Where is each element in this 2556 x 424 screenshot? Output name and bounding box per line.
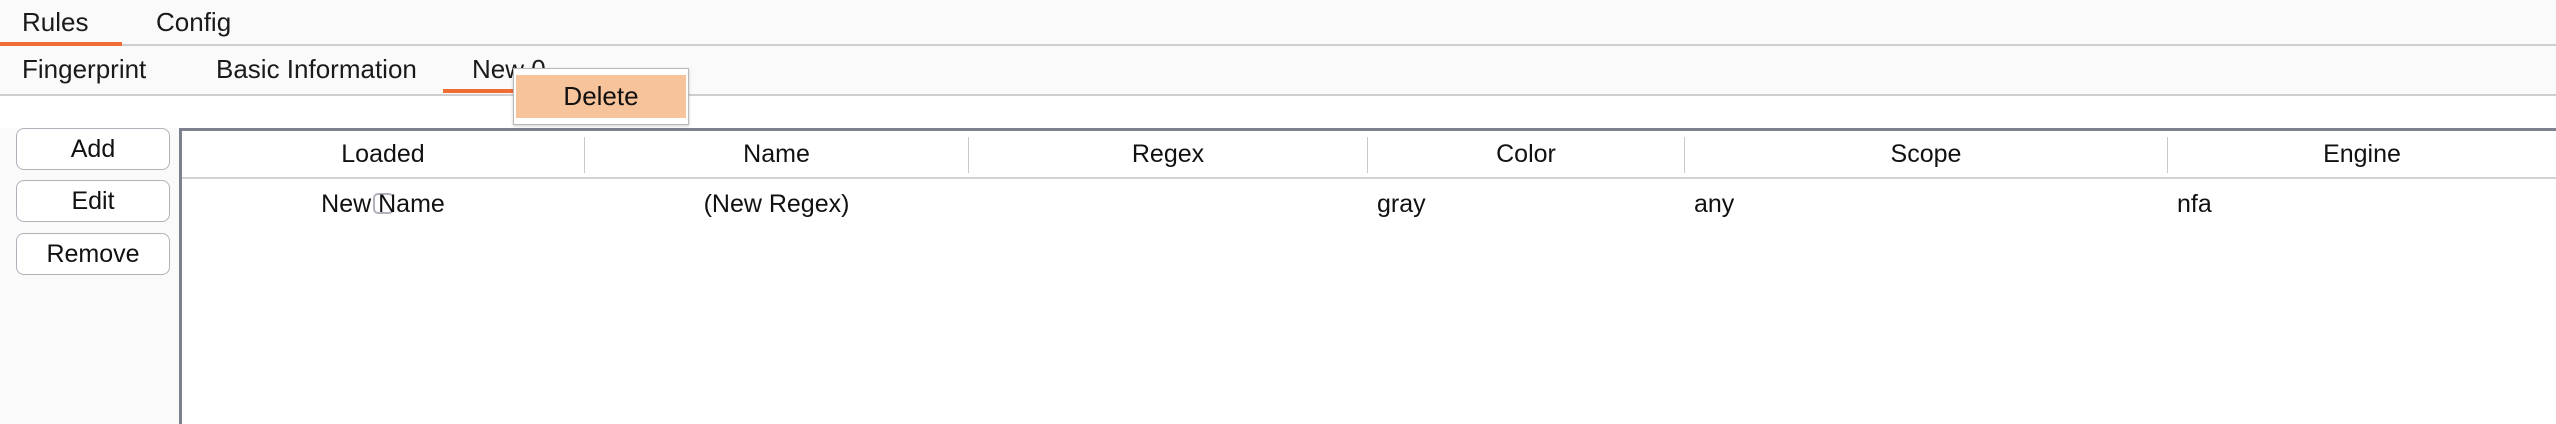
cell-name: New Name [321, 190, 445, 218]
active-tab-underline-primary [0, 42, 122, 46]
tab-basic-information[interactable]: Basic Information [216, 54, 417, 84]
secondary-tab-bar: Fingerprint Basic Information New 0 [0, 46, 2556, 96]
cell-engine: nfa [2177, 190, 2212, 218]
column-divider[interactable] [584, 137, 585, 173]
column-header-scope[interactable]: Scope [1890, 140, 1962, 168]
table-row[interactable]: New Name (New Regex) gray any nfa [182, 179, 2556, 229]
context-menu-item-delete[interactable]: Delete [516, 75, 686, 118]
cell-color: gray [1377, 190, 1426, 218]
button-rail: Add Edit Remove [0, 128, 179, 424]
tab-fingerprint[interactable]: Fingerprint [22, 54, 147, 84]
tab-config[interactable]: Config [156, 7, 232, 37]
primary-tab-bar: Rules Config [0, 0, 2556, 46]
column-header-regex[interactable]: Regex [1131, 140, 1205, 168]
column-divider[interactable] [968, 137, 969, 173]
column-divider[interactable] [1684, 137, 1685, 173]
tab-rules[interactable]: Rules [22, 7, 89, 37]
rules-table: Loaded Name Regex Color Scope Engine New… [179, 128, 2556, 424]
column-header-loaded[interactable]: Loaded [341, 140, 425, 168]
column-header-engine[interactable]: Engine [2323, 140, 2401, 168]
column-divider[interactable] [2167, 137, 2168, 173]
loaded-checkbox[interactable] [373, 193, 394, 214]
remove-button[interactable]: Remove [16, 233, 170, 275]
column-header-name[interactable]: Name [743, 140, 810, 168]
edit-button[interactable]: Edit [16, 180, 170, 222]
column-divider[interactable] [1367, 137, 1368, 173]
cell-regex: (New Regex) [703, 190, 850, 218]
column-header-color[interactable]: Color [1496, 140, 1556, 168]
cell-scope: any [1694, 190, 1735, 218]
table-empty-area[interactable] [182, 229, 2556, 424]
add-button[interactable]: Add [16, 128, 170, 170]
table-header-row: Loaded Name Regex Color Scope Engine [182, 131, 2556, 179]
context-menu: Delete [513, 68, 689, 125]
